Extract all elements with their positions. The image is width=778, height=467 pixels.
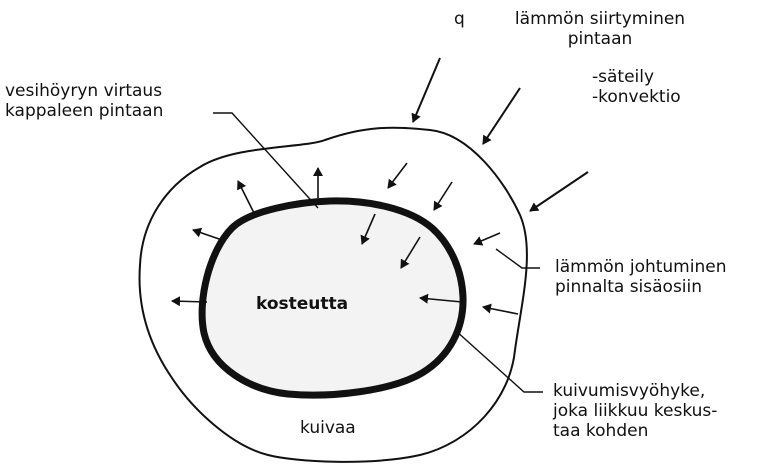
- drying-zone-line1: kuivumisvyöhyke,: [553, 381, 717, 401]
- heat-modes-list: -säteily -konvektio: [592, 67, 681, 107]
- heat-mode-convection: -konvektio: [592, 87, 681, 107]
- conduction-line2: pinnalta sisäosiin: [555, 277, 726, 297]
- dry-region-label: kuivaa: [300, 418, 356, 438]
- vapor-flow-line2: kappaleen pintaan: [5, 101, 163, 121]
- vapor-flow-label: vesihöyryn virtaus kappaleen pintaan: [5, 81, 163, 121]
- heat-symbol-q: q: [454, 9, 465, 29]
- heat-transfer-line1: lämmön siirtyminen: [482, 9, 718, 29]
- drying-zone-line3: taa kohden: [553, 421, 717, 441]
- heat-arrow: [483, 88, 520, 144]
- heat-arrow: [530, 172, 588, 211]
- drying-zone-line2: joka liikkuu keskus-: [553, 401, 717, 421]
- heat-transfer-line2: pintaan: [482, 29, 718, 49]
- heat-arrow: [413, 58, 440, 122]
- heat-mode-radiation: -säteily: [592, 67, 681, 87]
- moist-core-label: kosteutta: [256, 294, 348, 314]
- vapor-flow-line1: vesihöyryn virtaus: [5, 81, 163, 101]
- conduction-label: lämmön johtuminen pinnalta sisäosiin: [555, 257, 726, 297]
- vapor-arrow: [172, 301, 207, 302]
- drying-zone-label: kuivumisvyöhyke, joka liikkuu keskus- ta…: [553, 381, 717, 441]
- heat-transfer-label: lämmön siirtyminen pintaan: [482, 9, 718, 49]
- conduction-line1: lämmön johtuminen: [555, 257, 726, 277]
